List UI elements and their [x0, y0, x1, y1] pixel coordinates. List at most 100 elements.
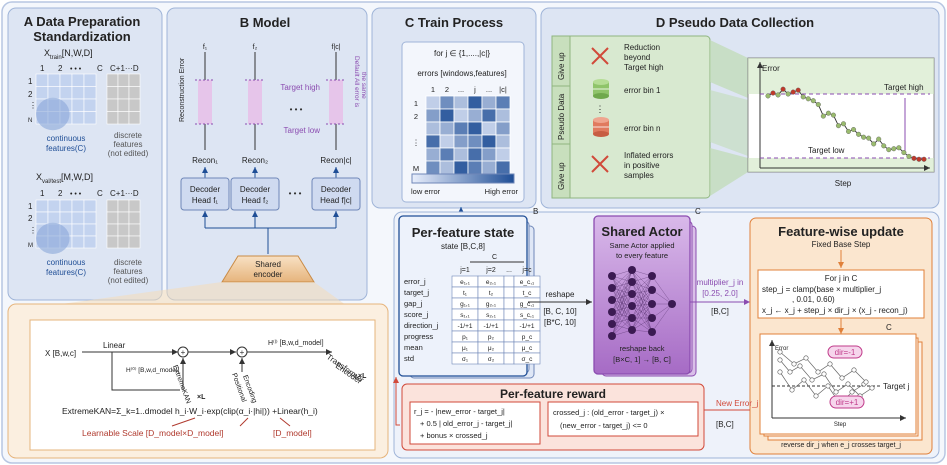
heatmap-cell: [467, 134, 483, 149]
heatmap-cell: [467, 121, 483, 136]
state-cell-value: e₁,₁: [460, 279, 471, 286]
f2-label: f₂: [253, 44, 258, 51]
val-row-m: M: [28, 243, 33, 249]
grid-cell: [128, 111, 141, 125]
grid-cell: [106, 111, 119, 125]
error-row-head: 1: [414, 99, 418, 108]
nn-edge: [631, 317, 653, 333]
inflated-1: Inflated errors: [624, 151, 673, 160]
h0-label: H⁽⁰⁾ [B,w,d_model]: [126, 366, 179, 374]
series-point: [891, 146, 897, 152]
col-c-label: C: [97, 64, 103, 73]
state-cell-value: s₁,₁: [460, 312, 470, 319]
state-subtitle: state [B,C,8]: [441, 242, 485, 251]
nn-edge: [611, 269, 633, 313]
grid-cell: [47, 73, 61, 87]
multiplier-label: multiplier_j in: [697, 278, 744, 287]
state-cell-value: e₂,₁: [486, 279, 497, 286]
bin-n-label: error bin n: [624, 124, 660, 133]
nn-edge: [631, 275, 653, 319]
state-row-name: error_j: [404, 277, 426, 286]
reward-formula-box: [409, 401, 541, 445]
state-cell: [503, 286, 515, 299]
actor-card-front: [593, 215, 691, 375]
decoder-head-fc-l2: Head f|c|: [320, 196, 352, 205]
panel-a-title-1: A Data Preparation: [24, 14, 141, 29]
grid-cell: [117, 223, 130, 237]
update-point: [801, 377, 807, 383]
series-point: [825, 110, 831, 116]
continuous-label-2: features(C): [46, 144, 86, 153]
reconc-label: Recon|c|: [320, 156, 351, 165]
state-row-name: mean: [404, 343, 423, 352]
for-j-label: For j in C: [825, 274, 858, 283]
heatmap-cell: [425, 108, 441, 123]
nn-node: [648, 300, 656, 308]
give-up-zone-top: [748, 58, 934, 94]
give-up-bottom-label: Give up: [557, 162, 566, 190]
reward-dims: [B,C]: [716, 420, 734, 429]
nn-node: [608, 308, 616, 316]
series-point: [820, 113, 826, 119]
kan-branch: [111, 352, 180, 391]
xl-2: ×L: [358, 373, 367, 380]
nn-node: [608, 332, 616, 340]
heatmap-cell: [439, 121, 455, 136]
state-cell: [513, 352, 541, 365]
series-point: [896, 145, 902, 151]
update-point: [777, 369, 783, 375]
nn-node: [628, 314, 636, 322]
nn-edge: [651, 275, 673, 305]
update-point: [777, 349, 783, 355]
row-2-label: 2: [28, 90, 33, 99]
error-row-head: M: [413, 164, 419, 173]
grid-cell: [117, 235, 130, 249]
heatmap-cell: [495, 121, 511, 136]
encoder-detail-inner: [29, 319, 376, 451]
val-continuous-1: continuous: [47, 258, 86, 267]
crossed-2: (new_error - target_j) <= 0: [560, 421, 648, 430]
state-cell-value: μ₁: [462, 345, 469, 352]
give-up-top-label: Give up: [557, 52, 566, 80]
val-discrete-3: (not edited): [108, 276, 149, 285]
heatmap-cell: [495, 147, 511, 162]
series-point: [876, 136, 882, 142]
actor-sub-1: Same Actor applied: [609, 241, 674, 250]
arrow-alpha: [239, 417, 249, 427]
x-input-label: X [B,w,c]: [45, 349, 76, 358]
heatmap-cell: [453, 134, 469, 149]
update-point: [797, 363, 803, 369]
nn-edge: [611, 293, 633, 337]
heatmap-cell: [467, 108, 483, 123]
update-point: [827, 361, 833, 367]
target-low-label: Target low: [284, 126, 321, 135]
nn-edge: [631, 281, 653, 333]
series-point: [911, 155, 917, 161]
nn-edge: [631, 281, 653, 305]
nn-node: [608, 320, 616, 328]
give-up-zone-bottom: [748, 158, 934, 172]
series-point: [815, 102, 821, 108]
panel-b: B Model f₁ f₂ f|c| Reconstruction Error …: [166, 7, 368, 301]
grid-cell: [83, 211, 97, 225]
nn-node: [608, 284, 616, 292]
series-point: [846, 128, 852, 134]
col-c1d-label: C+1···D: [110, 64, 139, 73]
heatmap-cell: [481, 134, 497, 149]
panel-d-title: D Pseudo Data Collection: [656, 15, 814, 30]
series-point: [805, 96, 811, 102]
heatmap-cell: [453, 108, 469, 123]
update-point: [821, 371, 827, 377]
actor-c-label: C: [695, 207, 701, 216]
heatmap-cell: [495, 160, 511, 175]
nn-node: [608, 296, 616, 304]
error-band-fc: [329, 80, 343, 124]
update-point: [863, 379, 869, 385]
series-point: [856, 131, 862, 137]
val-col-dots: • • •: [70, 191, 82, 198]
grid-cell: [128, 199, 141, 213]
error-col-head: ...: [486, 85, 492, 94]
heatmap-cell: [453, 160, 469, 175]
